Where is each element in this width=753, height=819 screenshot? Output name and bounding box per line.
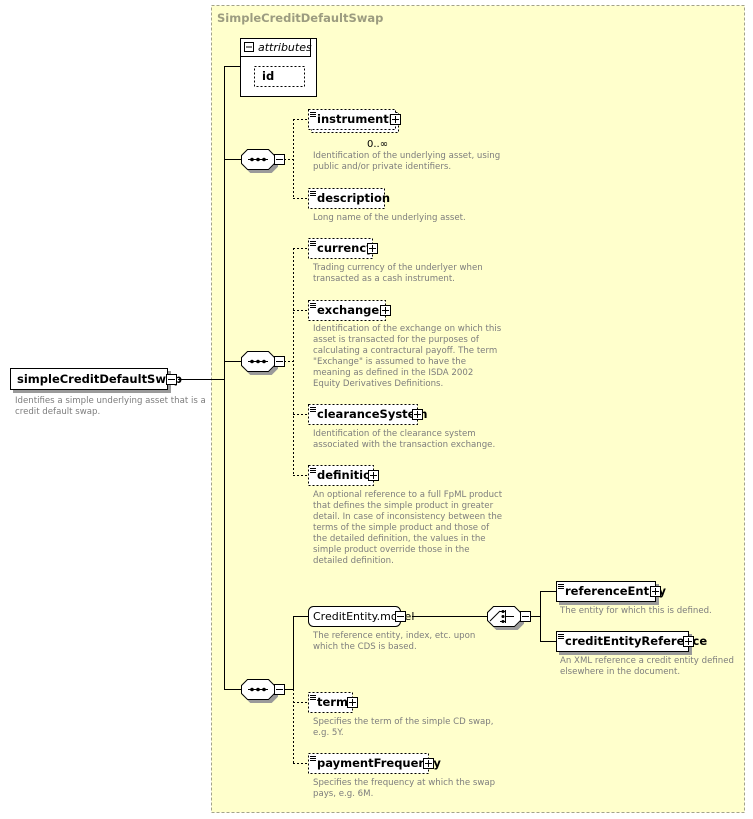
svg-text:elsewhere in the document.: elsewhere in the document. [560,667,680,677]
svg-text:associated with the transactio: associated with the transaction exchange… [313,440,495,450]
creditEntityReference-label: creditEntityReference [565,634,707,648]
svg-text:e.g. 5Y.: e.g. 5Y. [313,728,344,738]
clearanceSystem-doc: Identification of the clearance systemas… [313,429,495,450]
svg-text:detailed definition.: detailed definition. [313,556,394,566]
expand-icon[interactable] [412,409,423,420]
svg-text:terms of the simple product an: terms of the simple product and those of [313,523,490,533]
svg-text:Trading currency of the underl: Trading currency of the underlyer when [312,263,483,273]
occurrence-label: 0..∞ [367,139,388,150]
container-title: SimpleCreditDefaultSwap [217,11,383,25]
element-paymentFrequency[interactable]: paymentFrequency [308,753,442,774]
creditEntityModel-label: CreditEntity.model [313,610,414,623]
svg-text:Identification of the clearanc: Identification of the clearance system [313,429,476,439]
attributes-title: attributes [258,41,312,54]
root-doc: Identifies a simple underlying asset tha… [15,396,206,417]
collapse-icon[interactable] [395,611,406,622]
attribute-id-label: id [262,69,274,83]
collapse-icon[interactable] [520,611,531,622]
svg-text:Identifies a simple underlying: Identifies a simple underlying asset tha… [15,396,206,406]
svg-text:detail. In case of inconsisten: detail. In case of inconsistency between… [313,512,502,522]
svg-text:asset is transacted for the pu: asset is transacted for the purposes of [313,335,480,345]
svg-text:simple product override those: simple product override those in the [313,545,470,555]
svg-text:Identification of the exchange: Identification of the exchange on which … [313,324,502,334]
expand-icon[interactable] [423,758,434,769]
expand-icon[interactable] [368,470,379,481]
expand-icon[interactable] [367,243,378,254]
element-creditEntityReference[interactable]: creditEntityReference [556,631,708,652]
svg-text:An optional reference to a ful: An optional reference to a full FpML pro… [313,490,503,500]
svg-text:which the CDS is based.: which the CDS is based. [313,642,417,652]
element-currency[interactable]: currency [308,238,378,259]
svg-text:Specifies the term of the simp: Specifies the term of the simple CD swap… [313,717,493,727]
svg-text:public and/or private identifi: public and/or private identifiers. [313,162,451,172]
svg-text:Specifies the frequency at whi: Specifies the frequency at which the swa… [313,778,495,788]
paymentFrequency-doc: Specifies the frequency at which the swa… [313,778,495,799]
collapse-icon[interactable] [274,684,285,695]
svg-text:"Exchange" is assumed to have: "Exchange" is assumed to have the [313,357,466,367]
elements-layer: instrumentId 0..∞Identification of the un… [308,109,734,799]
svg-text:Equity Derivatives Definitions: Equity Derivatives Definitions. [313,379,443,389]
instrumentId-doc: Identification of the underlying asset, … [313,151,500,172]
choice-compositor[interactable] [487,606,531,627]
exchangeId-label: exchangeId [317,303,392,317]
definition-label: definition [317,468,379,482]
connector-lines [178,66,556,764]
element-instrumentId[interactable]: instrumentId [308,109,402,133]
root-label: simpleCreditDefaultSwap [17,372,182,386]
sequence-compositor-1[interactable] [241,149,285,170]
expand-icon[interactable] [650,586,661,597]
svg-text:Identification of the underlyi: Identification of the underlying asset, … [313,151,500,161]
svg-text:meaning as defined in the ISDA: meaning as defined in the ISDA 2002 [313,368,473,378]
currency-label: currency [317,241,374,255]
svg-text:The entity for which this is d: The entity for which this is defined. [559,606,712,616]
referenceEntity-doc: The entity for which this is defined. [559,606,712,616]
description-doc: Long name of the underlying asset. [313,213,466,223]
svg-text:Long name of the underlying as: Long name of the underlying asset. [313,213,466,223]
collapse-icon[interactable] [274,356,285,367]
svg-text:transacted as a cash instrumen: transacted as a cash instrument. [313,274,455,284]
definition-doc: An optional reference to a full FpML pro… [313,490,503,566]
element-creditEntityModel[interactable]: CreditEntity.model [308,606,415,627]
creditEntityReference-doc: An XML reference a credit entity defined… [560,656,734,677]
element-term[interactable]: term [308,692,358,713]
svg-text:the detailed definition, the v: the detailed definition, the values in t… [313,534,486,544]
element-simpleCreditDefaultSwap[interactable]: simpleCreditDefaultSwap [10,368,182,390]
paymentFrequency-label: paymentFrequency [317,756,441,770]
element-referenceEntity[interactable]: referenceEntity [556,581,667,602]
attributes-box: attributes id [240,38,317,97]
element-definition[interactable]: definition [308,465,380,486]
referenceEntity-label: referenceEntity [565,584,667,598]
currency-doc: Trading currency of the underlyer whentr… [312,263,483,284]
complex-type-container: SimpleCreditDefaultSwap [211,5,745,813]
expand-icon[interactable] [390,114,401,125]
expand-icon[interactable] [683,636,694,647]
collapse-icon[interactable] [166,374,177,385]
sequence-compositor-3[interactable] [241,679,285,700]
creditEntityModel-doc: The reference entity, index, etc. uponwh… [312,631,475,652]
svg-text:credit default swap.: credit default swap. [15,407,100,417]
svg-text:pays, e.g. 6M.: pays, e.g. 6M. [313,789,373,799]
svg-text:calculating a contractural pay: calculating a contractural payoff. The t… [313,346,497,356]
svg-text:An XML reference a credit enti: An XML reference a credit entity defined [560,656,734,666]
attribute-id[interactable]: id [254,66,305,87]
element-exchangeId[interactable]: exchangeId [308,300,392,321]
term-label: term [317,695,348,709]
sequence-compositor-2[interactable] [241,351,285,372]
expand-icon[interactable] [347,697,358,708]
collapse-icon[interactable] [274,154,285,165]
instrumentId-label: instrumentId [317,112,401,126]
expand-icon[interactable] [380,305,391,316]
element-clearanceSystem[interactable]: clearanceSystem [308,404,428,425]
svg-text:The reference entity, index, e: The reference entity, index, etc. upon [312,631,475,641]
description-label: description [317,191,390,205]
exchangeId-doc: Identification of the exchange on which … [313,324,502,389]
svg-text:that defines the simple produc: that defines the simple product in great… [313,501,494,511]
clearanceSystem-label: clearanceSystem [317,407,427,421]
term-doc: Specifies the term of the simple CD swap… [313,717,493,738]
element-description[interactable]: description [308,188,391,209]
attributes-collapse-icon[interactable] [244,42,254,52]
